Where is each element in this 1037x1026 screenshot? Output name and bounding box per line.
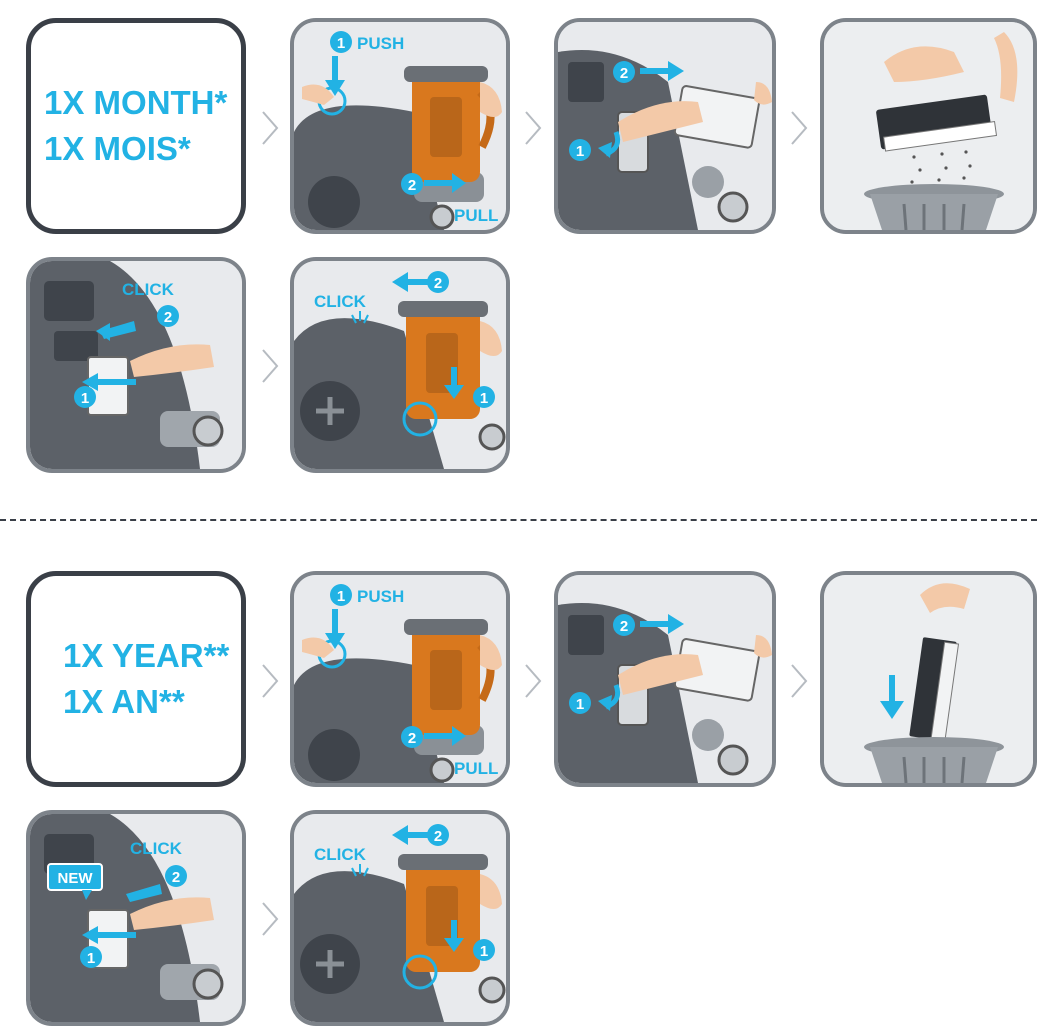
step-number-2: 2 (172, 869, 180, 886)
step-number-2: 2 (620, 618, 628, 635)
click-label: CLICK (314, 845, 367, 864)
step-number-2: 2 (164, 309, 172, 326)
step-remove-bin-panel: 1 PUSH 2 PULL (290, 571, 510, 787)
step-clean-filter-panel (820, 18, 1037, 234)
chevron-right-icon (261, 110, 279, 146)
chevron-right-icon (261, 663, 279, 699)
pull-label: PULL (454, 206, 498, 225)
step-reinsert-bin-panel: CLICK 2 1 (290, 257, 510, 473)
step-number-1: 1 (576, 143, 584, 160)
filter-cleaning-illustration (824, 22, 1033, 230)
chevron-right-icon (524, 110, 542, 146)
monthly-frequency-en: 1X MONTH* (44, 80, 241, 126)
new-filter-insert-illustration: NEW CLICK 2 1 (30, 814, 242, 1022)
step-number-2: 2 (620, 65, 628, 82)
filter-removal-illustration: 2 1 (558, 22, 772, 230)
step-reinsert-bin-panel: CLICK 2 1 (290, 810, 510, 1026)
yearly-frequency-fr: 1X AN** (63, 679, 241, 725)
push-label: PUSH (357, 587, 404, 606)
step-number-2: 2 (434, 828, 442, 845)
yearly-frequency-en: 1X YEAR** (63, 633, 241, 679)
bin-reinsert-illustration: CLICK 2 1 (294, 814, 506, 1022)
yearly-section: 1X YEAR** 1X AN** 1 PUSH 2 PUL (0, 553, 1037, 1026)
chevron-right-icon (790, 110, 808, 146)
pull-label: PULL (454, 759, 498, 778)
monthly-frequency-fr: 1X MOIS* (44, 126, 241, 172)
step-number-1: 1 (480, 390, 488, 407)
click-label: CLICK (314, 292, 367, 311)
chevron-right-icon (261, 901, 279, 937)
step-number-1: 1 (87, 950, 95, 967)
filter-removal-illustration: 2 1 (558, 575, 772, 783)
click-label: CLICK (130, 839, 183, 858)
step-number-2: 2 (434, 275, 442, 292)
bin-reinsert-illustration: CLICK 2 1 (294, 261, 506, 469)
step-number-1: 1 (480, 943, 488, 960)
step-insert-new-filter-panel: NEW CLICK 2 1 (26, 810, 246, 1026)
step-number-1: 1 (337, 588, 345, 605)
vacuum-bin-illustration: 1 PUSH 2 PULL (294, 575, 506, 783)
chevron-right-icon (790, 663, 808, 699)
click-label: CLICK (122, 280, 175, 299)
step-number-2: 2 (408, 730, 416, 747)
step-remove-filter-panel: 2 1 (554, 571, 776, 787)
step-remove-bin-panel: 1 PUSH 2 PULL (290, 18, 510, 234)
step-number-1: 1 (81, 390, 89, 407)
step-number-2: 2 (408, 177, 416, 194)
step-number-1: 1 (576, 696, 584, 713)
vacuum-bin-illustration: 1 PUSH 2 PULL (294, 22, 506, 230)
new-label: NEW (58, 870, 94, 887)
push-label: PUSH (357, 34, 404, 53)
step-number-1: 1 (337, 35, 345, 52)
chevron-right-icon (524, 663, 542, 699)
monthly-section: 1X MONTH* 1X MOIS* 1 PUSH 2 (0, 0, 1037, 519)
filter-insert-illustration: CLICK 2 1 (30, 261, 242, 469)
filter-discard-illustration (824, 575, 1033, 783)
section-divider (0, 519, 1037, 521)
step-remove-filter-panel: 2 1 (554, 18, 776, 234)
step-insert-filter-panel: CLICK 2 1 (26, 257, 246, 473)
yearly-frequency-box: 1X YEAR** 1X AN** (26, 571, 246, 787)
chevron-right-icon (261, 348, 279, 384)
monthly-frequency-box: 1X MONTH* 1X MOIS* (26, 18, 246, 234)
step-discard-filter-panel (820, 571, 1037, 787)
